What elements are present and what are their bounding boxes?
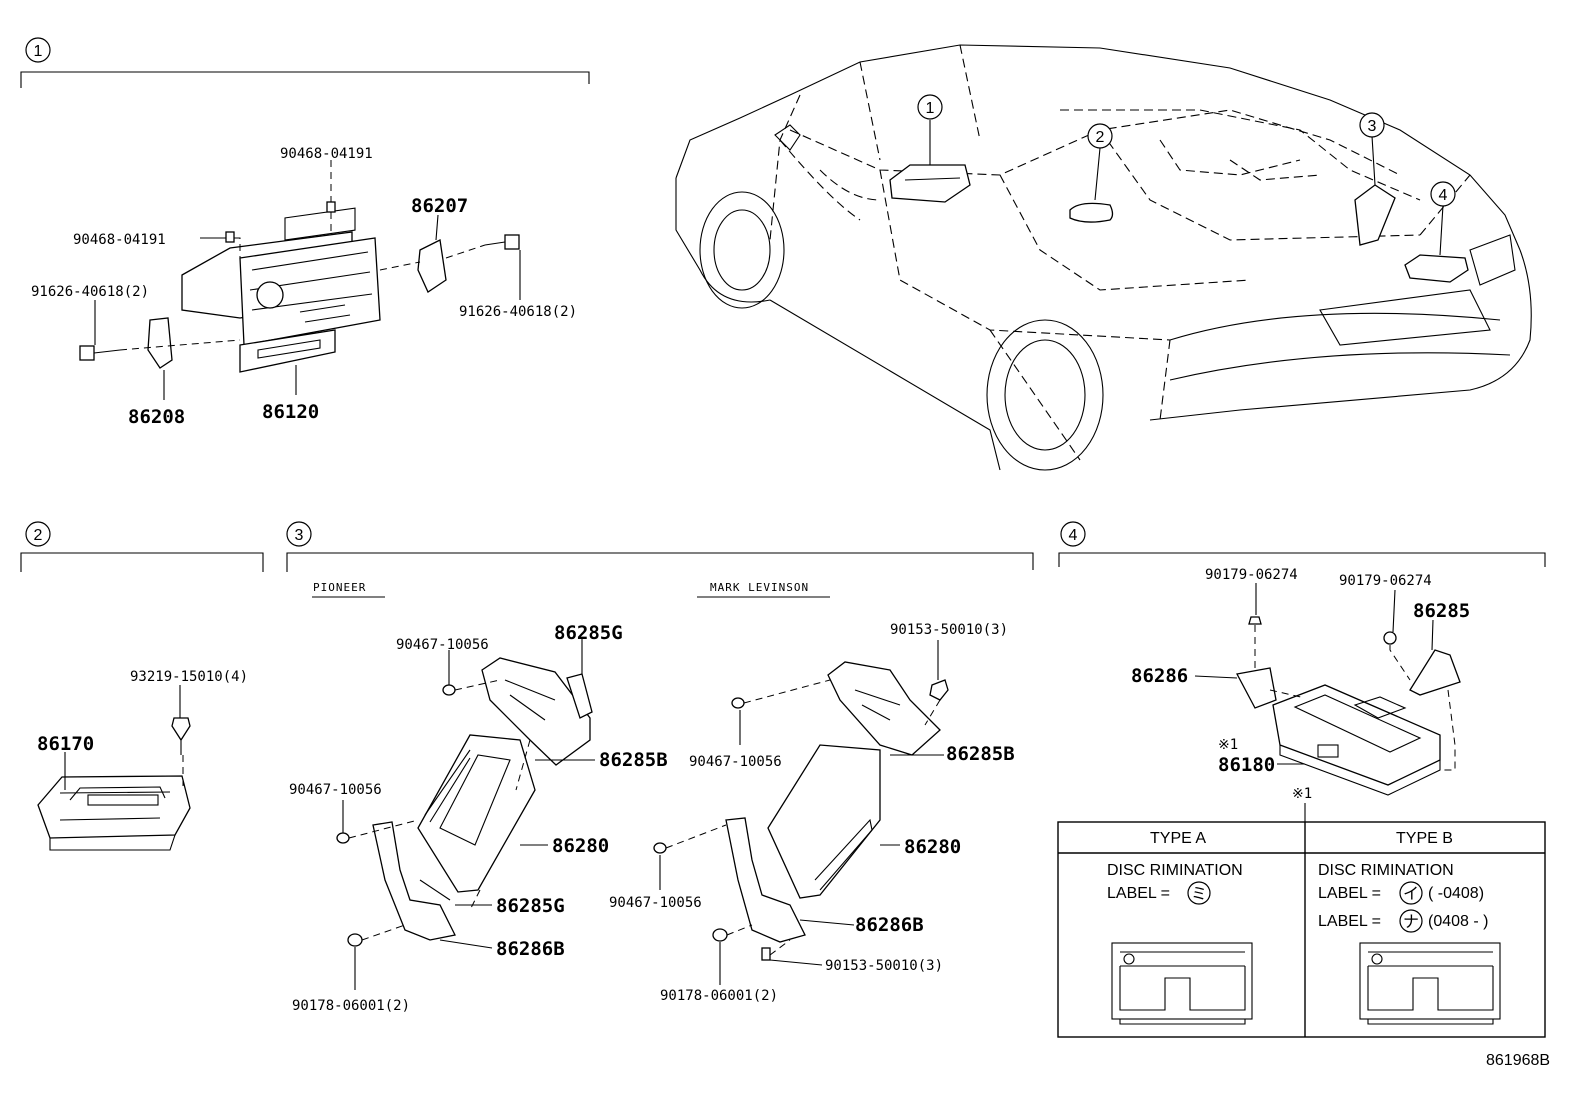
part-label-90179-06274-b: 90179-06274 [1339,573,1432,589]
type-b-range2: (0408 - ) [1428,913,1488,930]
note-mark-1: ※1 [1218,737,1238,753]
part-label-86208: 86208 [128,406,185,428]
part-label-93219-15010: 93219-15010(4) [130,669,248,685]
part-label-90178-06001-pioneer: 90178-06001(2) [292,998,410,1014]
table-note-mark: ※1 [1292,786,1312,802]
svg-text:3: 3 [1368,118,1377,135]
part-label-91626-40618-right: 91626-40618(2) [459,304,577,320]
switch-panel-86170 [37,775,191,851]
part-label-90178-06001-ml: 90178-06001(2) [660,988,778,1004]
section-2-badge: 2 [25,521,51,547]
bracket-86208 [147,317,173,369]
part-label-86285: 86285 [1413,600,1470,622]
type-a-line2: LABEL = [1107,885,1170,902]
type-a-symbol: ミ [1191,886,1207,903]
part-label-86170: 86170 [37,733,94,755]
section-2-bracket [20,552,264,572]
part-label-90467-10056-ml-mid: 90467-10056 [609,895,702,911]
part-label-86285G-pioneer-bottom: 86285G [496,895,565,917]
part-label-90468-04191-top: 90468-04191 [280,146,373,162]
type-b-symbol1: イ [1403,886,1419,903]
bracket-86286 [1236,667,1277,709]
type-b-line2: LABEL = [1318,885,1381,902]
section-1-bracket [20,71,590,88]
svg-text:3: 3 [295,527,304,544]
part-label-86286: 86286 [1131,665,1188,687]
type-b-label-shape [1359,942,1501,1025]
part-label-90467-10056-pioneer-mid: 90467-10056 [289,782,382,798]
part-label-90179-06274-a: 90179-06274 [1205,567,1298,583]
type-b-symbol2: ナ [1403,914,1419,931]
section-1: 1 [20,37,590,428]
section-3: 3 PIONEER MARK LEVINSON 90467-10056 8628… [286,521,1034,1014]
pioneer-amplifier [336,657,593,947]
type-b-line1: DISC RIMINATION [1318,862,1454,879]
part-label-90467-10056-ml-top: 90467-10056 [689,754,782,770]
part-label-90153-50010-ml-top: 90153-50010(3) [890,622,1008,638]
section-1-badge: 1 [25,37,51,63]
pioneer-heading: PIONEER [313,581,366,594]
section-4-bracket [1058,552,1546,567]
type-a-line1: DISC RIMINATION [1107,862,1243,879]
part-label-86285B-pioneer: 86285B [599,749,668,771]
screw-icon [171,717,191,755]
figure-code: 861968B [1486,1052,1550,1069]
part-label-86207: 86207 [411,195,468,217]
changer-unit-86180 [1272,684,1441,796]
type-b-line3: LABEL = [1318,913,1381,930]
car-callout-1: 1 [917,94,943,120]
section-3-bracket [286,552,1034,572]
svg-text:1: 1 [34,43,43,60]
car-callout-4: 4 [1430,181,1456,207]
vehicle-location-view: 1 2 3 4 [675,44,1532,471]
part-label-86285G-pioneer-top: 86285G [554,622,623,644]
type-table: TYPE A TYPE B DISC RIMINATION LABEL = ミ … [1057,821,1546,1038]
part-label-86120: 86120 [262,401,319,423]
mark-levinson-heading: MARK LEVINSON [710,581,809,594]
part-label-86285B-ml: 86285B [946,743,1015,765]
part-label-86180: 86180 [1218,754,1275,776]
part-label-86280-ml: 86280 [904,836,961,858]
radio-head-unit [181,207,381,373]
type-a-header: TYPE A [1150,830,1206,847]
part-label-90153-50010-ml-bottom: 90153-50010(3) [825,958,943,974]
car-callout-3: 3 [1359,112,1385,138]
part-label-90468-04191-left: 90468-04191 [73,232,166,248]
svg-text:2: 2 [34,527,43,544]
svg-text:4: 4 [1069,527,1078,544]
svg-text:1: 1 [926,100,935,117]
bracket-86285 [1409,649,1461,696]
bracket-86207 [417,239,447,293]
part-label-91626-40618-left: 91626-40618(2) [31,284,149,300]
section-4-badge: 4 [1060,521,1086,547]
nut-icon [1248,616,1397,645]
part-label-86286B-ml: 86286B [855,914,924,936]
svg-text:4: 4 [1439,187,1448,204]
part-label-86286B-pioneer: 86286B [496,938,565,960]
type-b-header: TYPE B [1396,830,1453,847]
section-3-badge: 3 [286,521,312,547]
section-2: 2 93219-15010(4) 86170 [20,521,264,851]
part-label-86280-pioneer: 86280 [552,835,609,857]
svg-text:2: 2 [1096,129,1105,146]
type-b-range1: ( -0408) [1428,885,1484,902]
part-label-90467-10056-pioneer-top: 90467-10056 [396,637,489,653]
type-a-label-shape [1111,942,1253,1025]
car-callout-2: 2 [1087,123,1113,149]
section-4: 4 90179-06274 90179-06274 86285 86286 ※1 [1057,521,1546,1038]
